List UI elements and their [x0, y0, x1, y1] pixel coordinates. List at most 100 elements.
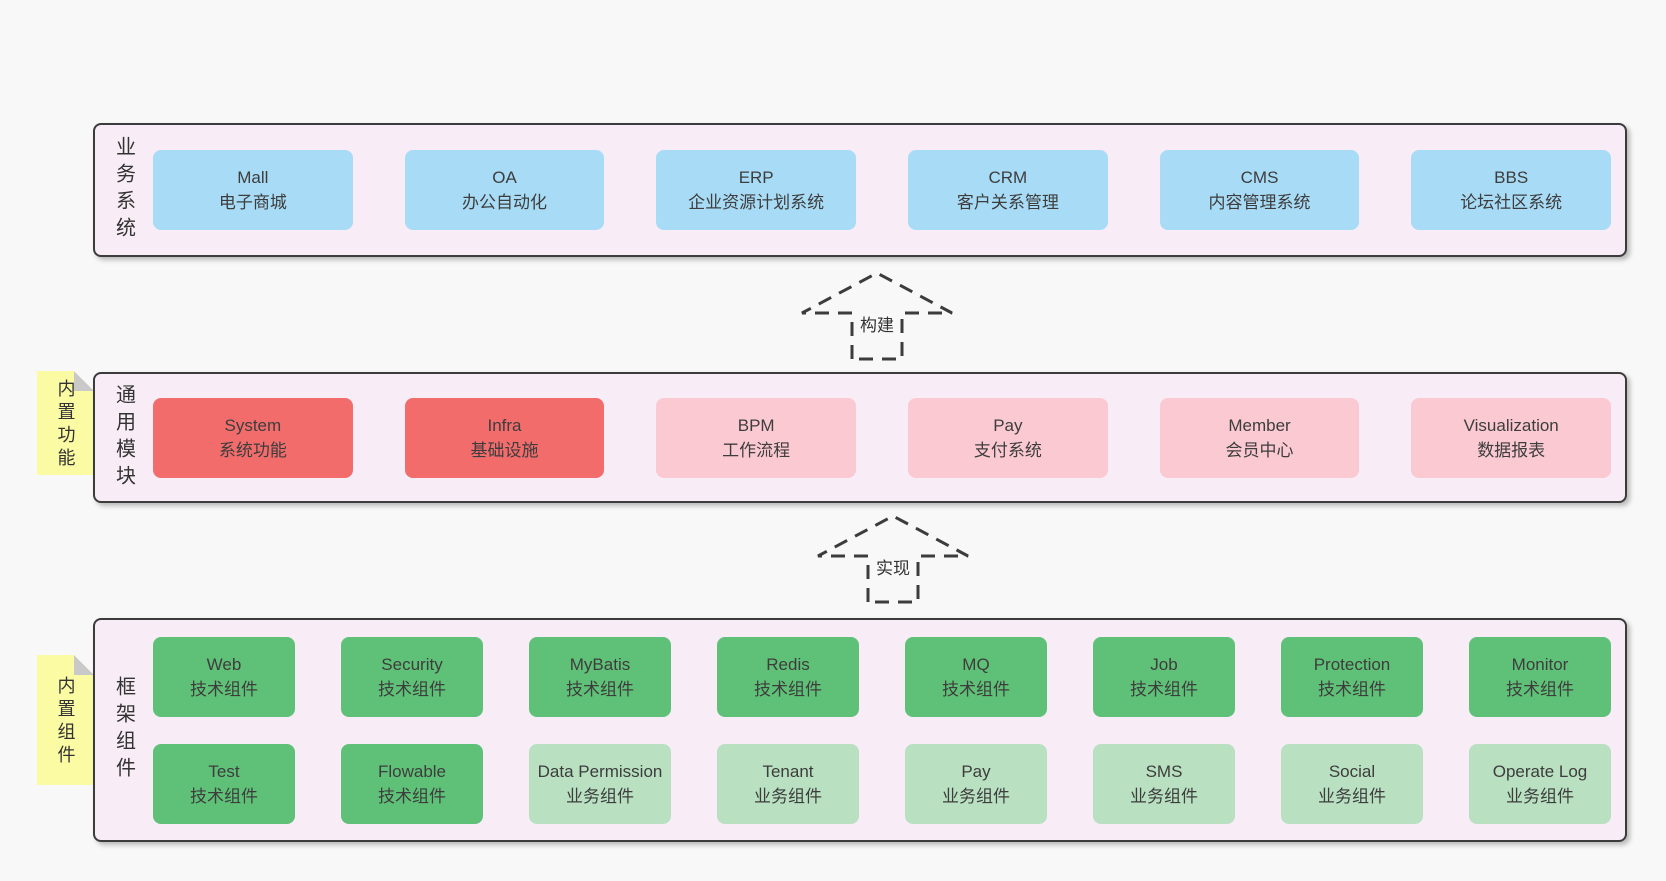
module-name: Tenant — [762, 761, 814, 781]
module-desc: 技术组件 — [566, 679, 634, 699]
module-desc: 技术组件 — [378, 786, 446, 806]
module-name: Pay — [961, 761, 991, 781]
module-desc: 业务组件 — [1506, 786, 1574, 806]
module-name: Mall — [237, 168, 269, 187]
layer-business-systems: 业务系统 Mall 电子商城 OA 办公自动化 ERP 企业资源计划系统 CRM… — [93, 123, 1627, 257]
box-test: Test 技术组件 — [153, 743, 295, 824]
module-name: Monitor — [1511, 654, 1569, 674]
module-name: Flowable — [377, 761, 447, 781]
module-name: System — [224, 415, 282, 435]
module-name: BBS — [1494, 168, 1529, 187]
module-name: Protection — [1313, 654, 1391, 674]
module-desc: 业务组件 — [566, 786, 634, 806]
module-desc: 技术组件 — [378, 679, 446, 699]
box-security: Security 技术组件 — [341, 636, 483, 717]
box-operate-log: Operate Log 业务组件 — [1469, 743, 1611, 824]
framework-components-grid: Web 技术组件 Security 技术组件 MyBatis 技术组件 Redi… — [153, 620, 1625, 840]
module-desc: 会员中心 — [1225, 440, 1294, 460]
box-oa: OA 办公自动化 — [404, 150, 605, 230]
module-name: Member — [1228, 415, 1291, 435]
module-desc: 内容管理系统 — [1208, 193, 1311, 212]
module-desc: 数据报表 — [1477, 440, 1546, 460]
module-name: CRM — [988, 168, 1028, 187]
box-flowable: Flowable 技术组件 — [341, 743, 483, 824]
module-name: Infra — [487, 415, 522, 435]
module-desc: 论坛社区系统 — [1460, 193, 1563, 212]
module-name: Test — [208, 761, 240, 781]
module-name: Security — [381, 654, 443, 674]
module-desc: 技术组件 — [190, 786, 258, 806]
module-desc: 业务组件 — [754, 786, 822, 806]
module-desc: 业务组件 — [1130, 786, 1198, 806]
box-crm: CRM 客户关系管理 — [908, 150, 1108, 230]
module-name: Pay — [993, 415, 1023, 435]
box-data-permission: Data Permission 业务组件 — [529, 743, 671, 824]
sticky-note-text: 内置功能 — [55, 379, 76, 471]
box-pay: Pay 支付系统 — [908, 397, 1108, 478]
module-desc: 技术组件 — [754, 679, 822, 699]
module-desc: 业务组件 — [942, 786, 1010, 806]
box-erp: ERP 企业资源计划系统 — [656, 150, 857, 230]
module-desc: 基础设施 — [470, 440, 539, 460]
arrow-implement: 实现 — [813, 512, 973, 604]
module-name: Operate Log — [1492, 761, 1588, 781]
module-desc: 客户关系管理 — [956, 193, 1059, 212]
layer-label-business-systems: 业务系统 — [112, 136, 135, 244]
folded-corner-icon — [74, 371, 94, 391]
module-name: SMS — [1145, 761, 1183, 781]
module-name: CMS — [1240, 168, 1279, 187]
module-desc: 业务组件 — [1318, 786, 1386, 806]
module-desc: 支付系统 — [973, 440, 1042, 460]
module-desc: 技术组件 — [942, 679, 1010, 699]
common-modules-row: System 系统功能 Infra 基础设施 BPM 工作流程 Pay 支付系统… — [153, 374, 1625, 501]
module-name: MyBatis — [569, 654, 631, 674]
box-member: Member 会员中心 — [1159, 397, 1360, 478]
box-monitor: Monitor 技术组件 — [1469, 636, 1611, 717]
sticky-note-builtin-components: 内置组件 — [37, 655, 94, 785]
dashed-up-arrow-icon — [801, 271, 953, 361]
module-desc: 技术组件 — [1318, 679, 1386, 699]
layer-framework-components: 框架组件 Web 技术组件 Security 技术组件 MyBatis 技术组件… — [93, 618, 1627, 842]
module-name: Data Permission — [537, 761, 663, 781]
box-sms: SMS 业务组件 — [1093, 743, 1235, 824]
box-tenant: Tenant 业务组件 — [717, 743, 859, 824]
module-name: Web — [206, 654, 242, 674]
box-mybatis: MyBatis 技术组件 — [529, 636, 671, 717]
sticky-note-builtin-features: 内置功能 — [37, 371, 94, 475]
box-cms: CMS 内容管理系统 — [1159, 150, 1360, 230]
layer-common-modules: 通用模块 System 系统功能 Infra 基础设施 BPM 工作流程 Pay… — [93, 372, 1627, 503]
box-bpm: BPM 工作流程 — [656, 397, 857, 478]
module-name: OA — [492, 168, 517, 187]
module-desc: 工作流程 — [722, 440, 791, 460]
box-pay-business: Pay 业务组件 — [905, 743, 1047, 824]
module-name: MQ — [962, 654, 990, 674]
module-name: Social — [1328, 761, 1376, 781]
box-job: Job 技术组件 — [1093, 636, 1235, 717]
box-web: Web 技术组件 — [153, 636, 295, 717]
module-desc: 系统功能 — [218, 440, 287, 460]
dashed-up-arrow-icon — [817, 514, 969, 604]
folded-corner-icon — [74, 655, 94, 675]
box-bbs: BBS 论坛社区系统 — [1411, 150, 1612, 230]
box-mall: Mall 电子商城 — [153, 150, 353, 230]
module-name: Job — [1150, 654, 1178, 674]
layer-label-framework-components: 框架组件 — [112, 676, 135, 784]
arrow-implement-label: 实现 — [873, 554, 913, 579]
module-desc: 电子商城 — [218, 193, 287, 212]
module-desc: 技术组件 — [190, 679, 258, 699]
module-desc: 技术组件 — [1506, 679, 1574, 699]
box-mq: MQ 技术组件 — [905, 636, 1047, 717]
module-name: ERP — [738, 168, 774, 187]
module-name: Visualization — [1463, 415, 1559, 435]
box-redis: Redis 技术组件 — [717, 636, 859, 717]
module-name: Redis — [766, 654, 810, 674]
module-desc: 办公自动化 — [462, 193, 547, 212]
business-systems-row: Mall 电子商城 OA 办公自动化 ERP 企业资源计划系统 CRM 客户关系… — [153, 125, 1625, 255]
arrow-build-label: 构建 — [857, 311, 897, 336]
arrow-build: 构建 — [797, 269, 957, 361]
layer-label-common-modules: 通用模块 — [112, 383, 135, 492]
box-social: Social 业务组件 — [1281, 743, 1423, 824]
module-desc: 企业资源计划系统 — [688, 193, 825, 212]
sticky-note-text: 内置组件 — [55, 676, 76, 768]
module-desc: 技术组件 — [1130, 679, 1198, 699]
